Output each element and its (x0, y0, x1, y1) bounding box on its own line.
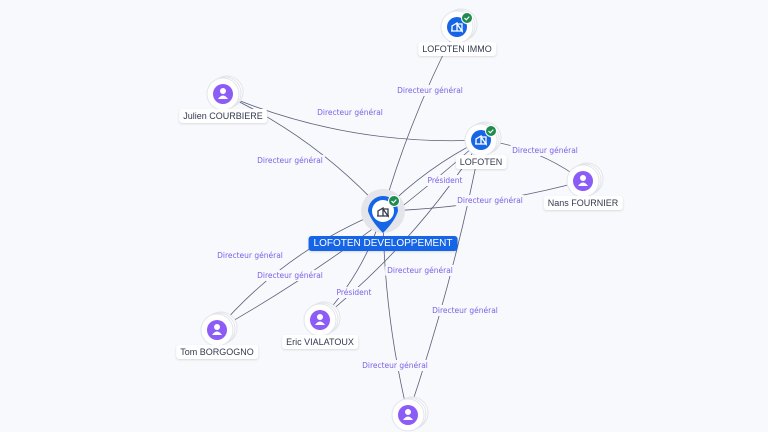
edge-label-background (334, 287, 374, 298)
edge-label-background (215, 250, 285, 261)
edge-label: Directeur général (257, 156, 323, 165)
edge-label-group: Président (425, 175, 465, 186)
edge-label-background (395, 85, 465, 96)
verified-check-icon (461, 12, 473, 24)
node-tom[interactable] (200, 311, 238, 347)
edge-tom-dev (216, 210, 384, 331)
edge-label: Directeur général (387, 266, 453, 275)
building-icon (377, 206, 389, 219)
edge-bottom-lofoten (407, 139, 482, 416)
edge-label: Directeur général (432, 306, 498, 315)
edge-label-group: Directeur général (510, 145, 580, 156)
person-icon (207, 320, 227, 340)
node-label[interactable]: LOFOTEN IMMO (418, 42, 496, 56)
edge-label-group: Directeur général (395, 85, 465, 96)
edge-label: Directeur général (512, 146, 578, 155)
building-icon (471, 130, 491, 150)
person-icon (398, 405, 418, 425)
edge-label-group: Directeur général (255, 270, 325, 281)
edge-label-background (430, 305, 500, 316)
node-immo[interactable] (440, 8, 478, 44)
edge-label-group: Directeur général (315, 107, 385, 118)
person-icon (573, 171, 593, 191)
edge-julien-dev (222, 93, 384, 212)
edge-label-group: Directeur général (360, 360, 430, 371)
edge-label: Directeur général (217, 251, 283, 260)
person-icon (213, 84, 233, 104)
node-nans[interactable] (566, 162, 604, 198)
node-bottom[interactable] (391, 396, 429, 432)
node-label[interactable]: LOFOTEN DEVELOPPEMENT (308, 236, 458, 251)
edge-label: Directeur général (362, 361, 428, 370)
edge-label-background (315, 107, 385, 118)
edge-label-group: Président (334, 287, 374, 298)
person-icon (310, 310, 330, 330)
edge-tom-lofoten (216, 139, 482, 331)
edge-label-background (455, 195, 525, 206)
edge-label-background (385, 265, 455, 276)
node-label[interactable]: Nans FOURNIER (543, 196, 623, 210)
node-dev[interactable] (361, 189, 405, 233)
edge-label-group: Directeur général (255, 155, 325, 166)
node-label[interactable]: LOFOTEN (455, 155, 507, 169)
edge-label-group: Directeur général (455, 195, 525, 206)
edge-label: Directeur général (257, 271, 323, 280)
edge-label: Président (337, 288, 372, 297)
edge-label-background (425, 175, 465, 186)
edge-label: Directeur général (397, 86, 463, 95)
edge-label-background (255, 270, 325, 281)
edge-label-group: Directeur général (215, 250, 285, 261)
building-icon (447, 17, 467, 37)
edge-label-background (255, 155, 325, 166)
node-label[interactable]: Tom BORGOGNO (176, 345, 258, 359)
node-julien[interactable] (206, 75, 244, 111)
node-eric[interactable] (303, 301, 341, 337)
edge-label-background (360, 360, 430, 371)
edge-label-group: Directeur général (430, 305, 500, 316)
verified-check-icon (485, 125, 497, 137)
node-label[interactable]: Julien COURBIERE (179, 109, 267, 123)
edge-label: Président (428, 176, 463, 185)
edge-label: Directeur général (457, 196, 523, 205)
verified-check-icon (388, 195, 400, 207)
nodes-layer (200, 8, 604, 432)
node-label[interactable]: Eric VIALATOUX (282, 335, 358, 349)
edge-julien-lofoten (222, 93, 482, 142)
node-lofoten[interactable] (464, 121, 502, 157)
edge-label-group: Directeur général (385, 265, 455, 276)
edge-label: Directeur général (317, 108, 383, 117)
edge-label-background (510, 145, 580, 156)
